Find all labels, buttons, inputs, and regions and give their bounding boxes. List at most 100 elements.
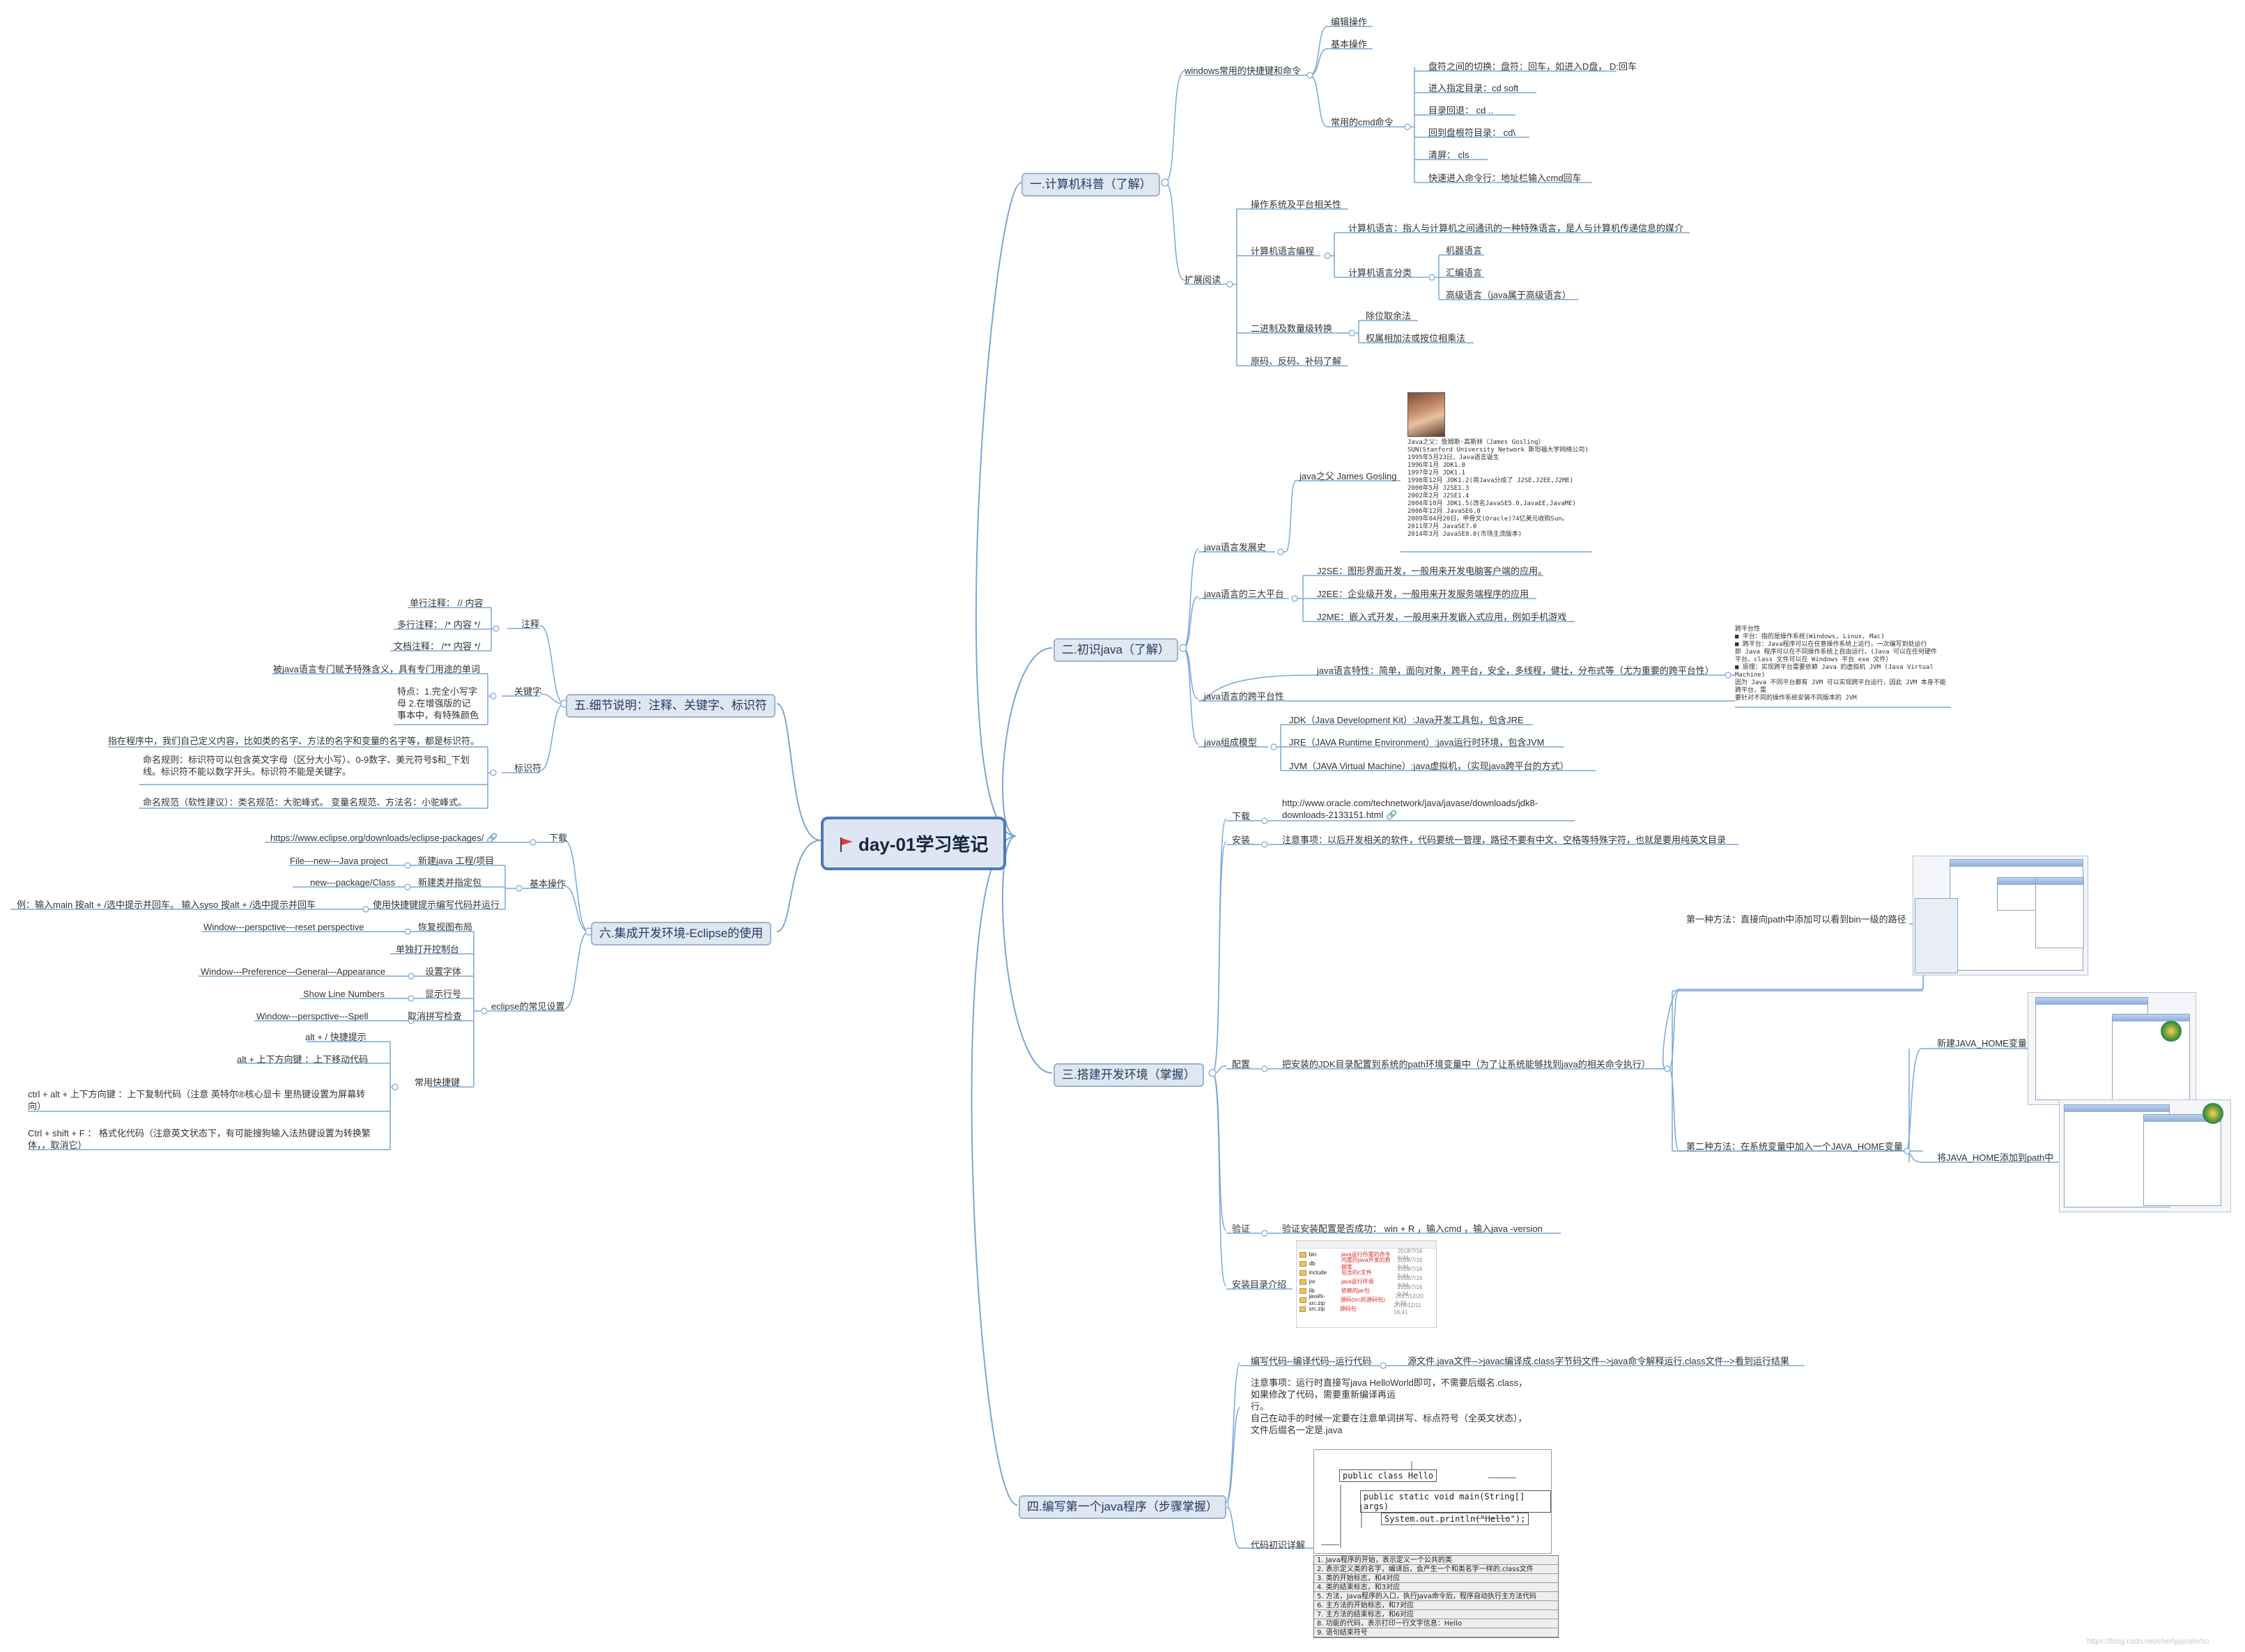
node-install-note[interactable]: 注意事项：以后开发相关的软件，代码要统一管理，路径不要有中文、空格等特殊字符，也… <box>1282 835 1727 845</box>
node-new-project-path[interactable]: File---new---Java project <box>290 856 388 866</box>
node-set-font[interactable]: 设置字体 <box>425 966 462 977</box>
node-eclipse-settings[interactable]: eclipse的常见设置 <box>491 1001 565 1012</box>
node-div-mod[interactable]: 除位取余法 <box>1366 311 1412 321</box>
node-spell-check-path[interactable]: Window---perspctive---Spell <box>256 1011 369 1021</box>
node-edit-ops[interactable]: 编辑操作 <box>1331 17 1368 27</box>
node-j2ee[interactable]: J2EE：企业级开发，一般用来开发服务端程序的应用 <box>1317 589 1529 599</box>
node-identifiers[interactable]: 标识符 <box>514 763 542 773</box>
topic-setup-env[interactable]: 三.搭建开发环境（掌握） <box>1054 1063 1204 1087</box>
node-j2me[interactable]: J2ME：嵌入式开发，一般用来开发嵌入式应用，例如手机游戏 <box>1317 612 1567 622</box>
node-spell-check[interactable]: 取消拼写检查 <box>408 1011 463 1021</box>
node-eclipse-url[interactable]: https://www.eclipse.org/downloads/eclips… <box>270 833 498 843</box>
root-topic[interactable]: day-01学习笔记 <box>821 817 1007 870</box>
node-cmd[interactable]: 常用的cmd命令 <box>1331 117 1394 128</box>
node-write-compile-run[interactable]: 编写代码--编译代码--运行代码 <box>1251 1356 1372 1366</box>
node-run-notes[interactable]: 注意事项：运行时直接写java HelloWorld即可，不需要后缀名.clas… <box>1251 1377 1543 1436</box>
node-multi-comment[interactable]: 多行注释： /* 内容 */ <box>397 619 481 630</box>
node-j2se[interactable]: J2SE：图形界面开发，一般用来开发电脑客户端的应用。 <box>1317 566 1548 576</box>
node-cmd-quick[interactable]: 快速进入命令行：地址栏输入cmd回车 <box>1428 173 1582 183</box>
node-shortcut-run[interactable]: 使用快捷键提示编写代码并运行 <box>373 900 500 910</box>
shortcut-item[interactable]: alt + 上下方向键 ：上下移动代码 <box>237 1053 599 1065</box>
node-common-shortcuts[interactable]: 常用快捷键 <box>415 1077 461 1088</box>
node-windows-shortcuts[interactable]: windows常用的快捷键和命令 <box>1185 65 1301 76</box>
topic-first-program[interactable]: 四.编写第一个java程序（步骤掌握） <box>1019 1495 1226 1519</box>
node-line-numbers[interactable]: 显示行号 <box>425 989 462 999</box>
node-cmd-back[interactable]: 目录回退： cd .. <box>1428 105 1494 116</box>
node-comments[interactable]: 注释 <box>521 619 540 629</box>
node-jdk-download[interactable]: 下载 <box>1232 811 1251 821</box>
node-weight-add[interactable]: 权属相加法或按位相乘法 <box>1366 333 1466 343</box>
node-eclipse-download[interactable]: 下载 <box>549 833 568 843</box>
node-keyword-feature[interactable]: 特点：1.完全小写字母 2.在增强版的记事本中，有特殊颜色 <box>397 686 488 721</box>
cross-platform-notes: 跨平台性■ 平台：指的是操作系统(Windows, Linux, Mac)■ 跨… <box>1735 626 1951 702</box>
node-ident-def[interactable]: 指在程序中，我们自己定义内容，比如类的名字、方法的名字和变量的名字等，都是标识符… <box>108 736 480 746</box>
node-binary[interactable]: 二进制及数量级转换 <box>1251 323 1333 334</box>
node-lang-classes[interactable]: 计算机语言分类 <box>1348 268 1412 278</box>
node-java-model[interactable]: java组成模型 <box>1204 737 1257 748</box>
node-verify-desc[interactable]: 验证安装配置是否成功： win + R ，输入cmd ，输入java -vers… <box>1282 1223 1543 1234</box>
node-reset-layout-path[interactable]: Window---perspctive---reset perspective <box>203 922 364 932</box>
node-cmd-drive[interactable]: 盘符之间的切换：盘符：回车，如进入D盘， D:回车 <box>1428 61 1637 72</box>
node-shortcut-example[interactable]: 例：输入main 按alt + /选中提示并回车。 输入syso 按alt + … <box>17 900 316 910</box>
node-code-complement[interactable]: 原码、反码、补码了解 <box>1251 356 1342 366</box>
node-code-explain[interactable]: 代码初识详解 <box>1251 1540 1306 1550</box>
node-new-class[interactable]: 新建类并指定包 <box>418 877 482 888</box>
node-add-java-home[interactable]: 将JAVA_HOME添加到path中 <box>1937 1152 2054 1163</box>
node-install[interactable]: 安装 <box>1232 835 1251 845</box>
node-keywords[interactable]: 关键字 <box>514 686 542 697</box>
node-os[interactable]: 操作系统及平台相关性 <box>1251 199 1342 210</box>
node-basic-ops-eclipse[interactable]: 基本操作 <box>530 879 566 889</box>
node-java-history[interactable]: java语言发展史 <box>1204 542 1266 553</box>
node-method-1[interactable]: 第一种方法：直接向path中添加可以看到bin一级的路径 <box>1686 914 1906 925</box>
shortcut-item[interactable]: alt + / 快捷提示 <box>305 1031 668 1043</box>
node-jdk[interactable]: JDK（Java Development Kit）:Java开发工具包，包含JR… <box>1289 715 1524 725</box>
node-three-platforms[interactable]: java语言的三大平台 <box>1204 589 1284 599</box>
node-new-java-home[interactable]: 新建JAVA_HOME变量 <box>1937 1038 2027 1049</box>
node-new-project[interactable]: 新建java 工程/项目 <box>418 856 495 866</box>
node-verify[interactable]: 验证 <box>1232 1223 1251 1234</box>
node-set-font-path[interactable]: Window---Preference---General---Appearan… <box>201 966 386 977</box>
timeline-line: 2002年2月 J2SE1.4 <box>1407 493 1469 500</box>
node-single-comment[interactable]: 单行注释： // 内容 <box>410 598 484 608</box>
node-install-dir[interactable]: 安装目录介绍 <box>1232 1279 1287 1290</box>
node-method-2[interactable]: 第二种方法：在系统变量中加入一个JAVA_HOME变量 <box>1686 1141 1903 1152</box>
node-jvm[interactable]: JVM（JAVA Virtual Machine）:java虚拟机，（实现jav… <box>1289 761 1569 771</box>
node-keyword-def[interactable]: 被java语言专门赋予特殊含义，具有专门用途的单词 <box>273 664 480 674</box>
node-high-lang[interactable]: 高级语言（java属于高级语言） <box>1446 290 1571 300</box>
keyword-feature-line: 特点：1.完全小写字 <box>397 686 477 697</box>
node-config[interactable]: 配置 <box>1232 1059 1251 1070</box>
node-lang-def[interactable]: 计算机语言：指人与计算机之间通讯的一种特殊语言，是人与计算机传递信息的媒介 <box>1348 223 1684 233</box>
node-line-numbers-path[interactable]: Show Line Numbers <box>303 989 385 999</box>
node-ident-rule[interactable]: 命名规则：标识符可以包含英文字母（区分大小写）、0-9数字、美元符号$和_下划线… <box>143 754 491 778</box>
topic-comments-keywords[interactable]: 五.细节说明：注释、关键字、标识符 <box>566 694 776 718</box>
node-lang-program[interactable]: 计算机语言编程 <box>1251 246 1315 256</box>
node-open-console[interactable]: 单独打开控制台 <box>396 944 460 955</box>
node-new-class-path[interactable]: new---package/Class <box>310 877 396 888</box>
dir-name: lib <box>1309 1287 1315 1294</box>
shortcut-item[interactable]: ctrl + alt + 上下方向键 ：上下复制代码（注意 英特尔®核心显卡 里… <box>28 1088 390 1112</box>
node-machine-lang[interactable]: 机器语言 <box>1446 245 1483 256</box>
node-cmd-root[interactable]: 回到盘根符目录： cd\ <box>1428 128 1515 138</box>
node-doc-comment[interactable]: 文档注释： /** 内容 */ <box>394 641 481 651</box>
node-java-features[interactable]: java语言特性：简单，面向对象，跨平台，安全，多线程，健壮，分布式等（尤为重要… <box>1317 665 1714 676</box>
node-jdk-url[interactable]: http://www.oracle.com/technetwork/java/j… <box>1282 797 1575 821</box>
node-basic-ops[interactable]: 基本操作 <box>1331 39 1368 49</box>
topic-intro-java[interactable]: 二.初识java（了解） <box>1054 638 1178 662</box>
shortcut-item[interactable]: Ctrl + shift + F ： 格式化代码（注意英文状态下，有可能搜狗输入… <box>28 1127 390 1151</box>
link-icon-2[interactable]: 🔗 <box>486 833 498 843</box>
node-cross-platform[interactable]: java语言的跨平台性 <box>1204 691 1284 702</box>
node-config-desc[interactable]: 把安装的JDK目录配置到系统的path环境变量中（为了让系统能够找到java的相… <box>1282 1059 1651 1070</box>
node-asm-lang[interactable]: 汇编语言 <box>1446 268 1483 278</box>
node-ident-norm[interactable]: 命名规范（软性建议）：类名规范：大驼峰式。 变量名规范、方法名：小驼峰式。 <box>143 797 468 808</box>
node-reset-layout[interactable]: 恢复视图布局 <box>418 922 473 932</box>
node-ext-reading[interactable]: 扩展阅读 <box>1185 275 1221 285</box>
node-cmd-cls[interactable]: 清屏： cls <box>1428 150 1469 160</box>
node-jre[interactable]: JRE（JAVA Runtime Environment）:java运行时环境，… <box>1289 737 1545 748</box>
topic-eclipse[interactable]: 六.集成开发环境-Eclipse的使用 <box>591 922 772 945</box>
node-flow-desc[interactable]: 源文件.java文件-->javac编译成.class字节码文件-->java命… <box>1407 1356 1789 1366</box>
link-icon[interactable]: 🔗 <box>1386 810 1398 820</box>
topic-computer-basics[interactable]: 一.计算机科普（了解） <box>1021 173 1160 196</box>
node-java-father[interactable]: java之父 James Gosling <box>1299 471 1397 481</box>
node-cmd-cd[interactable]: 进入指定目录：cd soft <box>1428 83 1519 93</box>
